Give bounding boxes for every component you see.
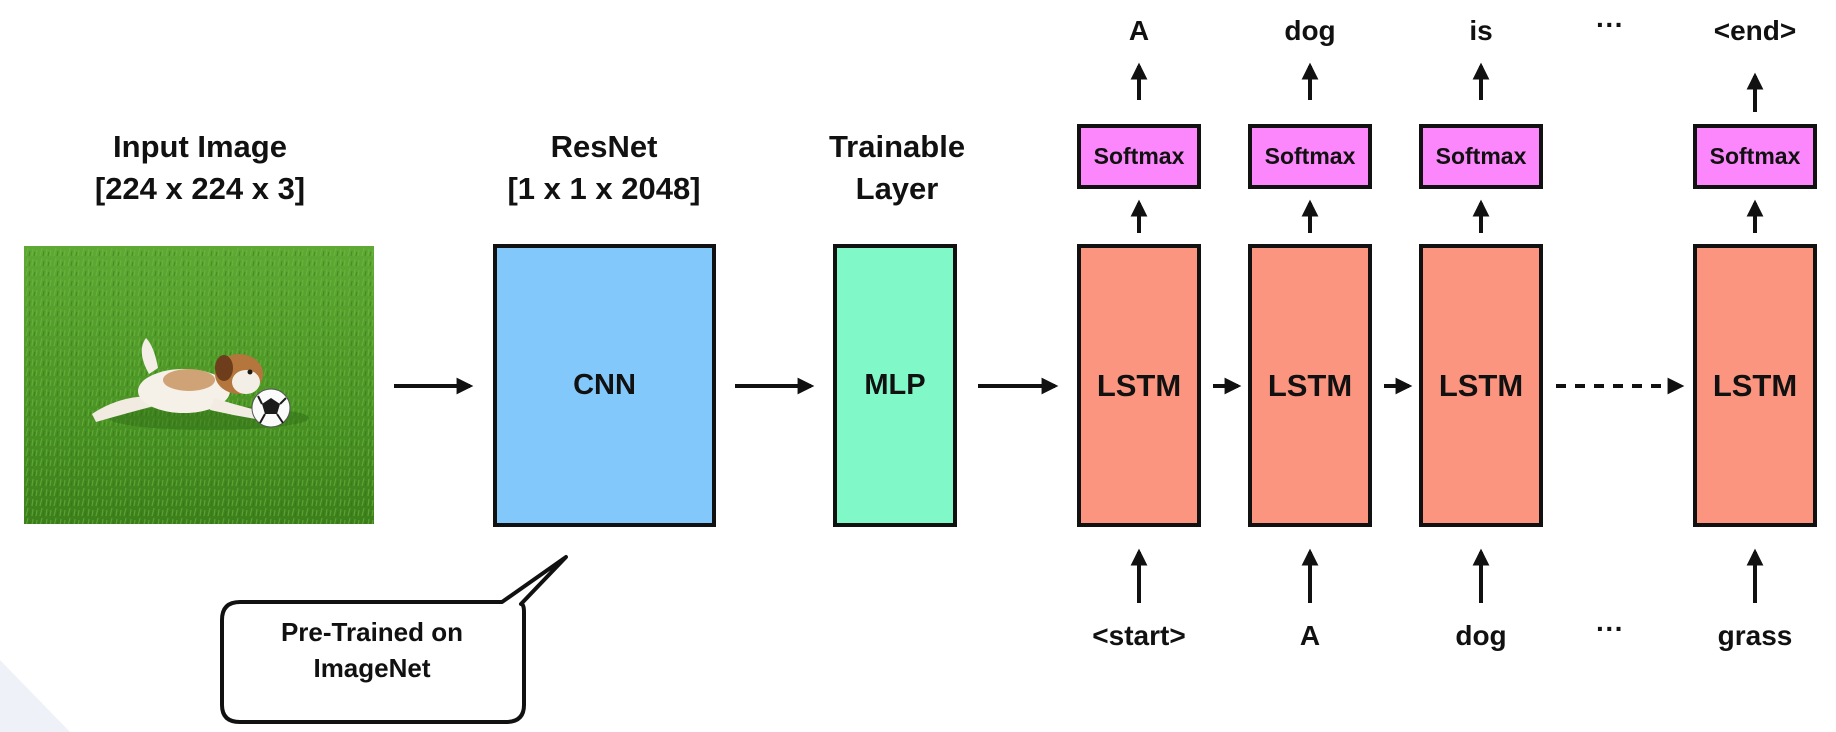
input-image-title: Input Image (113, 129, 287, 164)
trainable-line1: Trainable (828, 129, 966, 164)
lstm-block-4: LSTM (1693, 244, 1817, 527)
input-image-dims: [224 x 224 x 3] (94, 171, 306, 206)
cnn-block: CNN (493, 244, 716, 527)
callout-line2: ImageNet (313, 653, 431, 683)
output-word-end: <end> (1713, 15, 1797, 46)
lstm-block-1: LSTM (1077, 244, 1201, 527)
input-image (24, 246, 374, 524)
mlp-block: MLP (833, 244, 957, 527)
callout-text: Pre-Trained on ImageNet (222, 614, 522, 686)
input-word-start: <start> (1092, 620, 1186, 651)
callout-line1: Pre-Trained on (280, 617, 464, 647)
softmax-block-1: Softmax (1077, 124, 1201, 189)
trainable-line2: Layer (855, 171, 939, 206)
input-word-3: dog (1455, 620, 1507, 651)
softmax-block-2: Softmax (1248, 124, 1372, 189)
input-ellipsis: ··· (1596, 613, 1624, 644)
lstm-block-3: LSTM (1419, 244, 1543, 527)
trainable-layer-heading: Trainable Layer (829, 126, 965, 210)
resnet-heading: ResNet [1 x 1 x 2048] (507, 126, 700, 210)
output-word-2: dog (1284, 15, 1336, 46)
input-image-heading: Input Image [224 x 224 x 3] (95, 126, 305, 210)
lstm-block-2: LSTM (1248, 244, 1372, 527)
output-word-1: A (1128, 15, 1150, 46)
input-word-2: A (1299, 620, 1321, 651)
softmax-block-4: Softmax (1693, 124, 1817, 189)
softmax-block-3: Softmax (1419, 124, 1543, 189)
output-word-3: is (1469, 15, 1493, 46)
resnet-dims: [1 x 1 x 2048] (507, 171, 701, 206)
puppy-photo (24, 246, 374, 524)
output-ellipsis: ··· (1596, 9, 1624, 40)
callout-bubble (220, 555, 568, 724)
resnet-title: ResNet (550, 129, 658, 164)
input-word-last: grass (1717, 620, 1793, 651)
